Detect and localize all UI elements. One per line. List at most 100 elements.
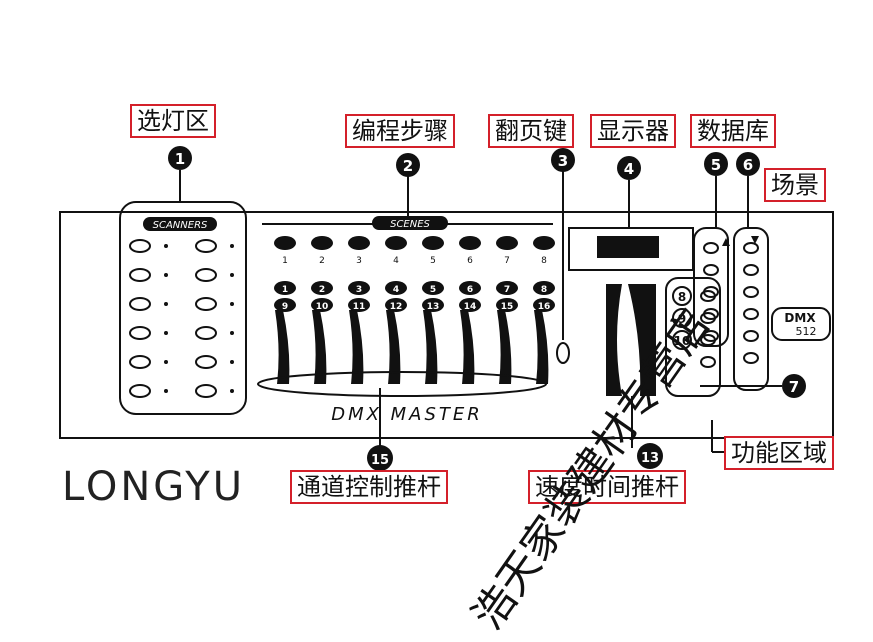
fader-number-bottom: 12: [390, 302, 403, 312]
scene-button[interactable]: [422, 236, 444, 250]
scene-number: 8: [541, 256, 547, 266]
channel-fader[interactable]: [386, 310, 401, 384]
fader-number-top: 3: [356, 285, 362, 295]
function-number-buttons: 8 9 10: [672, 286, 716, 368]
scene-button[interactable]: [311, 236, 333, 250]
page-button[interactable]: [556, 342, 570, 364]
scene-button[interactable]: [533, 236, 555, 250]
function-number: 9: [678, 312, 686, 326]
label-page-key: 翻页键: [488, 114, 574, 148]
function-button[interactable]: [672, 330, 692, 350]
fader-pad-top: [459, 281, 481, 295]
scanner-button[interactable]: [129, 297, 151, 311]
label-program-steps: 编程步骤: [345, 114, 455, 148]
scene-store-button[interactable]: [743, 286, 759, 298]
fader-number-top: 1: [282, 285, 288, 295]
database-button[interactable]: [703, 242, 719, 254]
scene-button[interactable]: [385, 236, 407, 250]
callout-7: 7: [789, 378, 799, 396]
scene-button[interactable]: [274, 236, 296, 250]
scene-number: 1: [282, 256, 288, 266]
dmx-badge-top: DMX: [784, 311, 816, 325]
brand-logo: LONGYU: [62, 464, 245, 510]
fader-pad-bottom: [348, 298, 370, 312]
callout-6: 6: [743, 156, 753, 174]
database-button[interactable]: [703, 264, 719, 276]
label-display: 显示器: [590, 114, 676, 148]
fader-number-top: 8: [541, 285, 547, 295]
scanner-button[interactable]: [195, 239, 217, 253]
database-button[interactable]: [703, 330, 719, 342]
scene-store-button[interactable]: [743, 352, 759, 364]
fader-pad-bottom: [533, 298, 555, 312]
database-button[interactable]: [703, 308, 719, 320]
callout-13: 13: [641, 451, 659, 466]
scene-store-button[interactable]: [743, 308, 759, 320]
scene-store-button[interactable]: [743, 242, 759, 254]
scanner-led: [230, 273, 234, 277]
scanner-button[interactable]: [129, 239, 151, 253]
function-button[interactable]: [672, 286, 692, 306]
scanner-led: [230, 244, 234, 248]
scanner-led: [230, 360, 234, 364]
channel-fader[interactable]: [349, 310, 364, 384]
fader-pad-top: [385, 281, 407, 295]
database-buttons: [703, 242, 759, 364]
scanner-button[interactable]: [195, 297, 217, 311]
database-button[interactable]: [703, 286, 719, 298]
scanner-button[interactable]: [195, 384, 217, 398]
dmx-badge-bottom: 512: [796, 325, 817, 338]
scanner-button[interactable]: [195, 326, 217, 340]
fader-base-ellipse: [257, 371, 547, 397]
scene-button[interactable]: [348, 236, 370, 250]
channel-fader[interactable]: [460, 310, 475, 384]
fader-pad-top: [533, 281, 555, 295]
scene-button[interactable]: [496, 236, 518, 250]
panel-footer: DMX MASTER: [331, 404, 483, 425]
fader-pad-bottom: [274, 298, 296, 312]
down-arrow-icon: [751, 236, 759, 244]
label-database: 数据库: [690, 114, 776, 148]
function-oval-button[interactable]: [700, 356, 716, 368]
fader-pad-top: [496, 281, 518, 295]
panel-outline: [59, 211, 834, 439]
scanner-led: [164, 273, 168, 277]
scanner-button[interactable]: [195, 355, 217, 369]
fader-pad-bottom: [422, 298, 444, 312]
channel-fader[interactable]: [497, 310, 512, 384]
scanner-button[interactable]: [129, 326, 151, 340]
channel-fader[interactable]: [534, 310, 549, 384]
fader-pad-bottom: [385, 298, 407, 312]
callout-4: 4: [624, 160, 634, 178]
fader-number-bottom: 13: [427, 302, 440, 312]
scanner-button[interactable]: [129, 355, 151, 369]
fader-pad-top: [422, 281, 444, 295]
callout-2: 2: [403, 157, 413, 175]
scanner-button[interactable]: [129, 384, 151, 398]
channel-fader[interactable]: [275, 310, 290, 384]
scene-store-button[interactable]: [743, 264, 759, 276]
scene-number: 5: [430, 256, 436, 266]
callout-5: 5: [711, 156, 721, 174]
channel-fader[interactable]: [423, 310, 438, 384]
scanner-button[interactable]: [195, 268, 217, 282]
function-button[interactable]: [672, 308, 692, 328]
scanner-button[interactable]: [129, 268, 151, 282]
callout-15: 15: [371, 453, 389, 468]
function-number: 10: [674, 334, 691, 348]
up-arrow-icon: [722, 238, 730, 246]
scene-button[interactable]: [459, 236, 481, 250]
scenes-label: SCENES: [390, 219, 430, 230]
scene-store-button[interactable]: [743, 330, 759, 342]
fader-number-bottom: 15: [501, 302, 514, 312]
fader-number-bottom: 14: [464, 302, 477, 312]
label-select-lights: 选灯区: [130, 104, 216, 138]
function-number: 8: [678, 290, 686, 304]
scanners-label: SCANNERS: [153, 220, 208, 231]
fader-pad-top: [348, 281, 370, 295]
channel-fader[interactable]: [312, 310, 327, 384]
